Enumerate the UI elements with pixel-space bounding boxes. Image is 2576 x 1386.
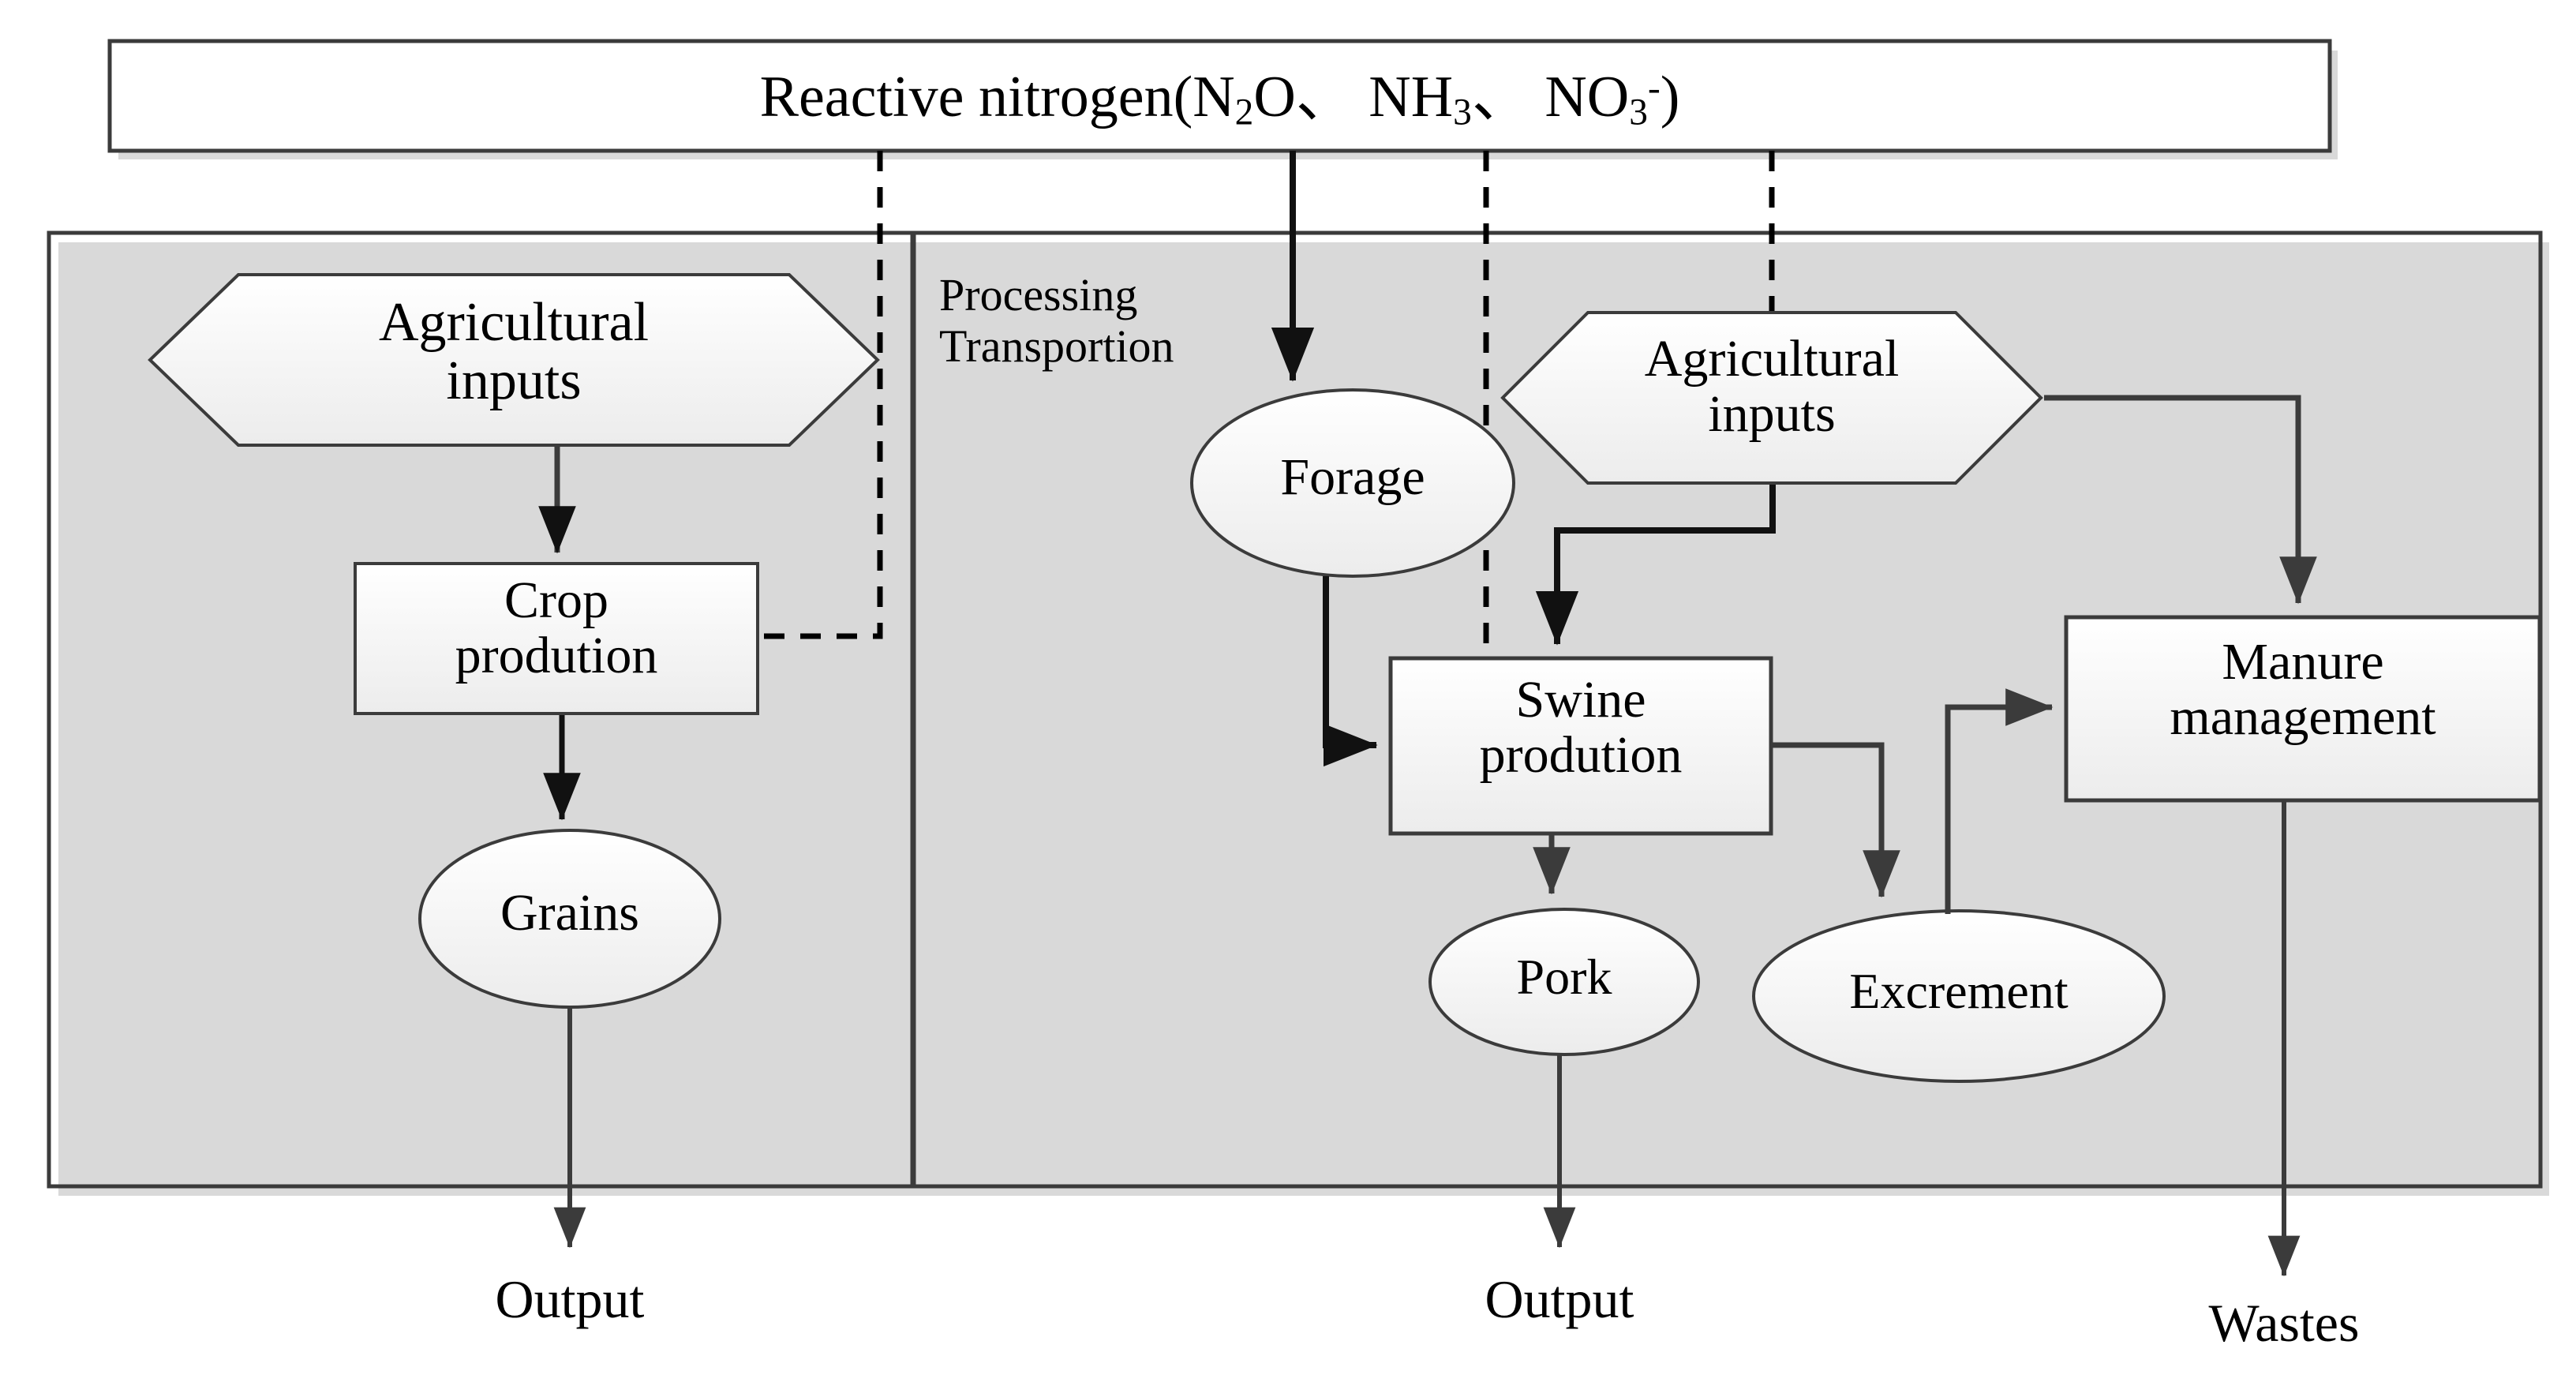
title-sub-3: 3	[1629, 92, 1648, 133]
excrement-ellipse[interactable]	[1752, 909, 2166, 1083]
title-mid-1: O、 NH	[1253, 65, 1454, 129]
arrow-inputs-to-manure	[2044, 395, 2317, 605]
title-mid-2: 、 NO	[1471, 65, 1630, 129]
title-tail: )	[1660, 65, 1680, 129]
grains-ellipse[interactable]	[418, 829, 721, 1009]
title-box	[107, 39, 2332, 153]
processing-transportion-label: Processing Transportion	[939, 269, 1174, 372]
arrow-excrement-to-manure	[1945, 688, 2054, 914]
forage-ellipse[interactable]	[1190, 388, 1515, 578]
manure-management-box[interactable]	[2064, 615, 2542, 803]
crop-production-box[interactable]	[354, 562, 759, 715]
swine-production-box[interactable]	[1388, 656, 1773, 836]
arrow-forage-to-swine	[1323, 576, 1378, 767]
swine-agricultural-inputs-hexagon[interactable]	[1500, 311, 2043, 485]
title-sup-3: -	[1647, 68, 1661, 110]
pork-ellipse[interactable]	[1428, 908, 1700, 1056]
title-lead: Reactive nitrogen(N	[759, 65, 1235, 129]
page-title: Reactive nitrogen(N2O、 NH3、 NO3-)	[110, 49, 2330, 133]
arrow-inputs-to-swine	[1535, 485, 1776, 646]
crop-agricultural-inputs-hexagon[interactable]	[148, 273, 880, 447]
reactive-nitrogen-dashed-links	[754, 151, 1775, 657]
arrow-swine-to-excrement	[1773, 742, 1900, 898]
title-sub-1: 2	[1234, 92, 1254, 133]
dashed-link-crop	[754, 151, 883, 639]
title-sub-2: 3	[1453, 92, 1472, 133]
